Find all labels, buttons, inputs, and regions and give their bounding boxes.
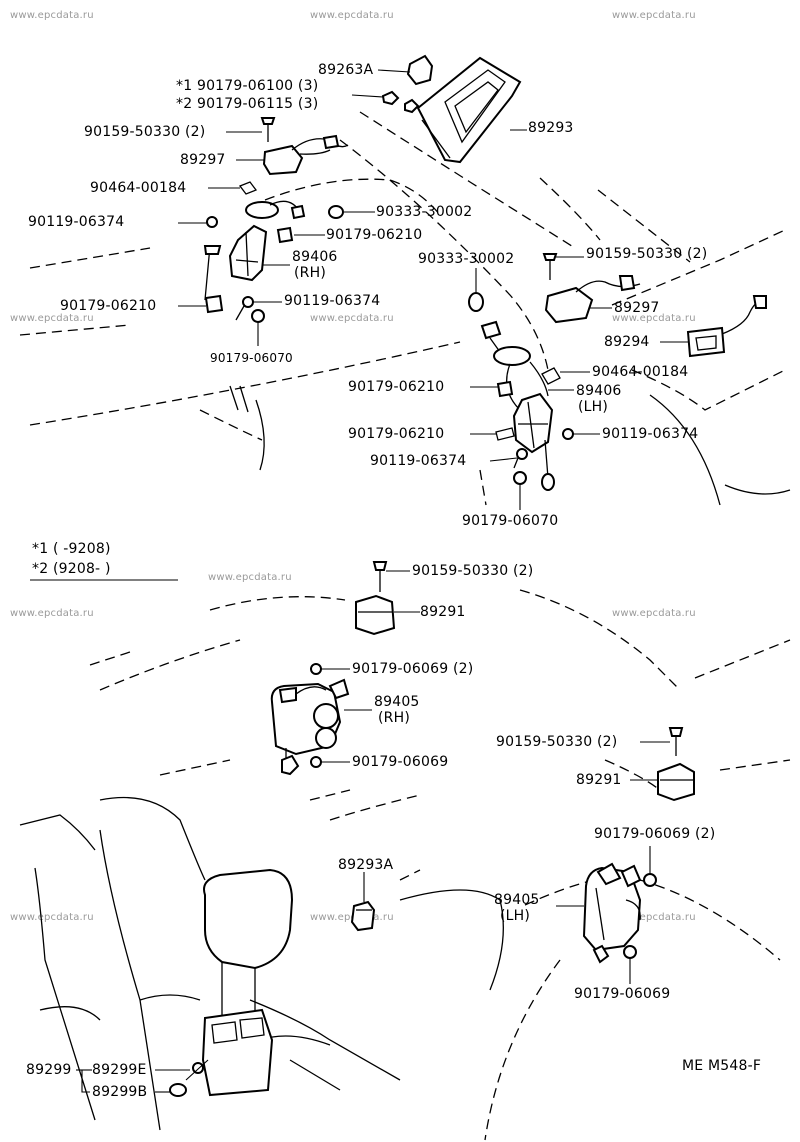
label-89299: 89299 [26,1062,72,1078]
label-90179-06069-a: 90179-06069 (2) [352,661,474,677]
label-89263a: 89263A [318,62,374,78]
label-90179-06069-d: 90179-06069 [574,986,671,1002]
clip-90464-00184-lh [541,367,590,385]
watermark: www.epcdata.ru [10,313,94,324]
label-89293a: 89293A [338,857,394,873]
screw-90119-06374-rh-bottom [235,296,282,321]
label-90464-00184-a: 90464-00184 [90,180,187,196]
label-90333-30002-a: 90333-30002 [376,204,473,220]
nut-90179-06210-rh-top [276,226,325,244]
figure-code: ME M548-F [682,1058,762,1074]
label-90119-06374-d: 90119-06374 [370,453,467,469]
label-89294: 89294 [604,334,650,350]
label-89406-lh: 89406 [576,383,622,399]
label-90159-50330-a: 90159-50330 (2) [84,124,206,140]
screw-90119-06374-rh-top [178,216,218,228]
label-90179-06100: *1 90179-06100 (3) [176,78,319,94]
nut-90179-06069-lh-bottom [623,945,637,984]
nut-90179-06210-lh-top [470,380,514,398]
watermark: www.epcdata.ru [612,608,696,619]
screw-90119-06374-lh-right [562,428,600,440]
label-89299e: 89299E [92,1062,147,1078]
screw-90119-06374-lh-bottom [489,448,528,469]
nut-90179-06069-rh-top [310,663,350,675]
watermark: www.epcdata.ru [10,912,94,923]
label-89297-b: 89297 [614,300,660,316]
label-89405-rh: 89405 [374,694,420,710]
grommet-90333-30002-lh [468,268,484,312]
part-89263a [377,54,434,86]
label-90179-06070-a: 90179-06070 [210,351,293,365]
nut-90179-06070-lh [513,471,527,510]
label-90159-50330-d: 90159-50330 (2) [496,734,618,750]
label-90159-50330-c: 90159-50330 (2) [412,563,534,579]
label-89291-a: 89291 [420,604,466,620]
label-89405-lh-side: (LH) [500,908,531,924]
label-89299b: 89299B [92,1084,148,1100]
label-90333-30002-b: 90333-30002 [418,251,515,267]
part-89293 [416,56,527,164]
label-89293: 89293 [528,120,574,136]
watermark: www.epcdata.ru [10,10,94,21]
part-89297-lh [542,253,641,324]
part-89291-lh [630,727,695,802]
label-90179-06070-b: 90179-06070 [462,513,559,529]
label-90179-06210-c: 90179-06210 [348,379,445,395]
label-89405-lh: 89405 [494,892,540,908]
label-90159-50330-b: 90159-50330 (2) [586,246,708,262]
part-89293a [350,872,376,932]
part-89406-lh [480,320,574,491]
nut-90179-06070-rh [251,309,265,346]
bolt-90179-06100 [351,90,420,114]
label-89405-rh-side: (RH) [378,710,410,726]
label-90179-06069-b: 90179-06069 [352,754,449,770]
label-89406-rh-side: (RH) [294,265,326,281]
legend-note-1: *1 ( -9208) [32,541,111,557]
watermark: www.epcdata.ru [612,313,696,324]
watermark: www.epcdata.ru [10,608,94,619]
grommet-90333-30002-rh [328,205,375,219]
console-outline [19,796,401,1131]
body-outline [19,111,791,1141]
part-89297-rh [226,117,349,176]
label-90179-06210-d: 90179-06210 [348,426,445,442]
nut-90179-06210-rh-bottom [178,294,224,314]
part-89405-lh [556,862,642,964]
label-89297-a: 89297 [180,152,226,168]
label-89406-lh-side: (LH) [578,399,609,415]
label-90464-00184-b: 90464-00184 [592,364,689,380]
label-90179-06210-a: 90179-06210 [326,227,423,243]
watermark: www.epcdata.ru [612,10,696,21]
label-89291-b: 89291 [576,772,622,788]
label-90119-06374-a: 90119-06374 [28,214,125,230]
part-89406-rh [203,200,306,301]
label-90179-06210-b: 90179-06210 [60,298,157,314]
legend-note-2: *2 (9208- ) [32,561,111,577]
part-89294 [660,295,767,358]
label-90179-06115: *2 90179-06115 (3) [176,96,319,112]
label-90119-06374-b: 90119-06374 [284,293,381,309]
part-89299 [76,1059,209,1097]
watermark: www.epcdata.ru [612,912,696,923]
part-89291-rh [355,561,420,636]
label-89406-rh: 89406 [292,249,338,265]
label-90179-06069-c: 90179-06069 (2) [594,826,716,842]
clip-90464-00184-rh [208,181,258,195]
nut-90179-06069-lh-top [643,846,657,887]
part-89405-rh [270,678,372,776]
watermark: www.epcdata.ru [310,10,394,21]
nut-90179-06069-rh-bottom [310,756,350,768]
watermark: www.epcdata.ru [208,572,292,583]
watermark: www.epcdata.ru [310,313,394,324]
nut-90179-06210-lh-bottom [470,427,515,441]
label-90119-06374-c: 90119-06374 [602,426,699,442]
